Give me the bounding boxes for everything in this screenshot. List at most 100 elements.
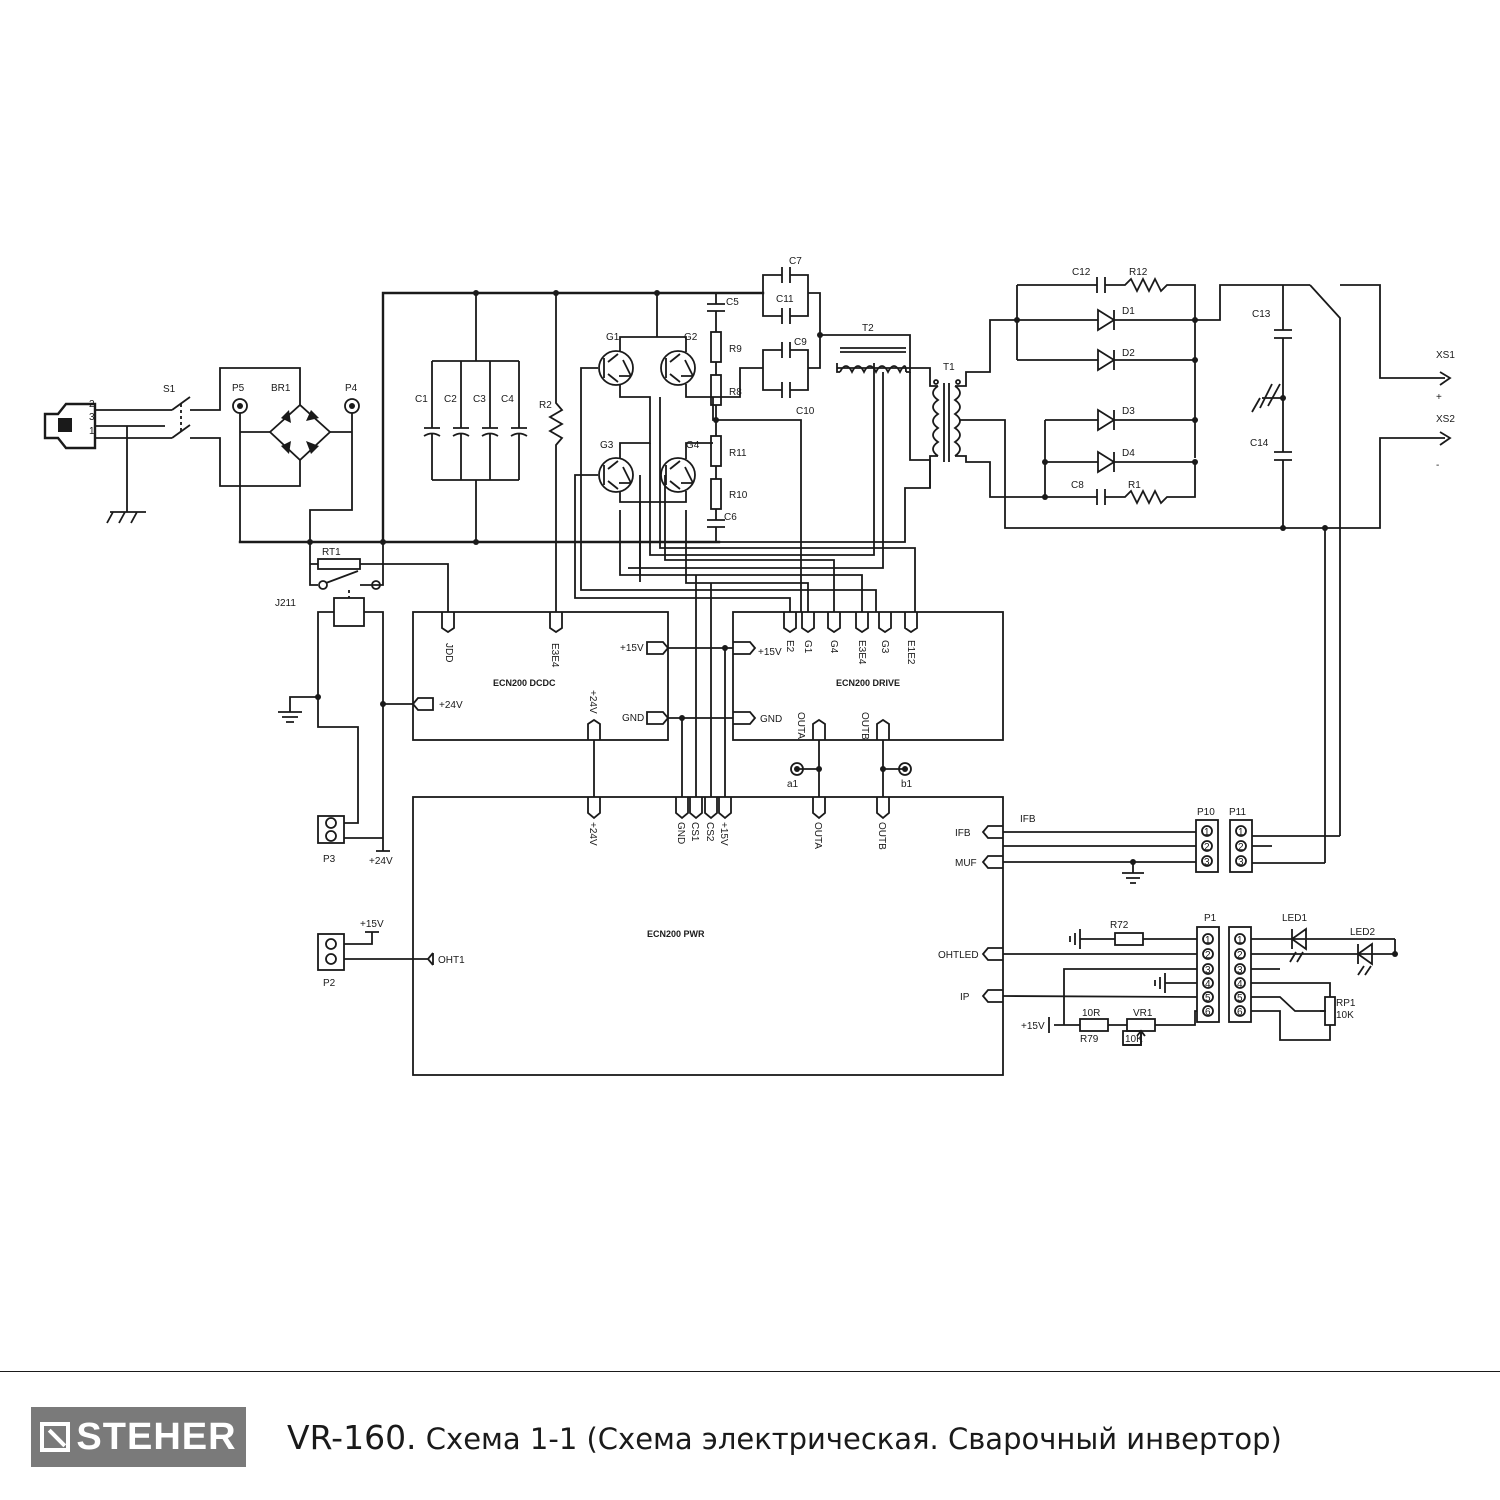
board-interconnect: a1 b1	[593, 575, 913, 797]
capacitor-bank: C1 C2 C3 C4	[415, 293, 528, 542]
svg-text:3: 3	[89, 412, 95, 423]
svg-text:OHT1: OHT1	[438, 955, 465, 966]
svg-text:T2: T2	[862, 323, 874, 334]
svg-text:CS2: CS2	[704, 822, 715, 842]
svg-text:R10: R10	[729, 490, 748, 501]
svg-text:E2: E2	[784, 640, 795, 653]
board-ecn200-pwr: ECN200 PWR +24V GND CS1 CS2 +15V OUTA OU…	[412, 796, 1004, 1076]
transformer-t1: T1	[719, 319, 1280, 543]
output-rectifier: C12 R12 D1 D2 D3 D4 C8 R1	[1014, 267, 1310, 506]
svg-text:C13: C13	[1252, 309, 1271, 320]
svg-text:J211: J211	[275, 598, 296, 609]
svg-text:ECN200 DCDC: ECN200 DCDC	[493, 678, 556, 688]
svg-text:a1: a1	[787, 779, 799, 790]
svg-text:G1: G1	[606, 332, 620, 343]
svg-text:P1: P1	[1204, 913, 1217, 924]
svg-text:2: 2	[1237, 950, 1243, 961]
connectors-p10-p11: P10 P11 123 123 IFB	[1003, 807, 1340, 884]
svg-text:G3: G3	[879, 640, 890, 654]
svg-text:3: 3	[1205, 965, 1211, 976]
front-panel-leds: LED1 LED2 RP1 10K	[1251, 913, 1398, 1041]
svg-text:E3E4: E3E4	[856, 640, 867, 665]
svg-text:G2: G2	[684, 332, 698, 343]
svg-text:R11: R11	[729, 448, 747, 459]
svg-text:4: 4	[1205, 979, 1211, 990]
caption-text: Схема 1-1 (Схема электрическая. Сварочны…	[416, 1422, 1282, 1456]
output-filter: C13 C14 XS1 + XS2 -	[1250, 284, 1455, 863]
svg-text:S1: S1	[163, 384, 176, 395]
svg-text:b1: b1	[901, 779, 913, 790]
svg-text:+24V: +24V	[587, 822, 598, 846]
svg-text:+24V: +24V	[369, 856, 393, 867]
svg-text:OUTB: OUTB	[876, 822, 887, 850]
svg-text:1: 1	[1205, 935, 1211, 946]
svg-text:+15V: +15V	[718, 822, 729, 846]
svg-text:+15V: +15V	[758, 647, 782, 658]
svg-text:P11: P11	[1229, 807, 1246, 818]
svg-text:+: +	[1436, 392, 1442, 403]
svg-text:GND: GND	[675, 822, 686, 844]
svg-text:C9: C9	[794, 337, 807, 348]
resistor-r2: R2	[539, 293, 564, 612]
diagram-caption: VR-160. Схема 1-1 (Схема электрическая. …	[287, 1418, 1282, 1457]
svg-text:D4: D4	[1122, 448, 1135, 459]
snubber-network: C5 R9 R8 R11 R10 C6	[707, 293, 748, 542]
svg-text:-: -	[1436, 460, 1439, 471]
svg-text:C5: C5	[726, 297, 739, 308]
bridge-rectifier-br1: BR1 P5 P4	[232, 383, 360, 542]
svg-text:+15V: +15V	[360, 919, 384, 930]
svg-text:1: 1	[1238, 827, 1244, 838]
svg-text:R12: R12	[1129, 267, 1148, 278]
svg-text:G3: G3	[600, 440, 614, 451]
svg-text:R9: R9	[729, 344, 742, 355]
svg-text:C3: C3	[473, 394, 486, 405]
svg-text:C11: C11	[776, 294, 794, 305]
footer-divider	[0, 1371, 1500, 1372]
svg-text:IFB: IFB	[1020, 814, 1036, 825]
svg-text:XS1: XS1	[1436, 350, 1455, 361]
svg-text:VR1: VR1	[1133, 1008, 1153, 1019]
svg-text:OUTA: OUTA	[795, 712, 806, 739]
svg-text:10K: 10K	[1125, 1034, 1143, 1045]
svg-text:4: 4	[1237, 979, 1243, 990]
board-ecn200-drive: ECN200 DRIVE +15V GND E2 G1 G4 E3E4 G3 E…	[732, 611, 1004, 741]
svg-text:1: 1	[1204, 827, 1210, 838]
svg-text:6: 6	[1205, 1007, 1211, 1018]
svg-text:C12: C12	[1072, 267, 1091, 278]
svg-text:2: 2	[1204, 842, 1210, 853]
svg-text:5: 5	[1205, 993, 1211, 1004]
svg-text:G1: G1	[802, 640, 813, 654]
brand-logo: STEHER	[31, 1407, 246, 1467]
svg-text:3: 3	[1238, 857, 1244, 868]
connector-p2: P2 +15V	[317, 919, 413, 989]
svg-text:IP: IP	[960, 992, 970, 1003]
svg-text:OUTB: OUTB	[859, 712, 870, 740]
svg-text:G4: G4	[686, 440, 700, 451]
svg-text:R1: R1	[1128, 480, 1141, 491]
svg-text:1: 1	[89, 426, 95, 437]
svg-text:IFB: IFB	[955, 828, 971, 839]
svg-text:2: 2	[89, 399, 95, 410]
svg-text:6: 6	[1237, 1007, 1243, 1018]
svg-text:P2: P2	[323, 978, 336, 989]
svg-text:C14: C14	[1250, 438, 1269, 449]
ac-inlet-connector: 2 3 1	[43, 399, 165, 524]
svg-text:P5: P5	[232, 383, 245, 394]
svg-text:R72: R72	[1110, 920, 1129, 931]
svg-text:2: 2	[1205, 950, 1211, 961]
svg-text:10K: 10K	[1336, 1010, 1354, 1021]
svg-text:R8: R8	[729, 387, 742, 398]
svg-text:LED1: LED1	[1282, 913, 1307, 924]
svg-text:C4: C4	[501, 394, 514, 405]
svg-text:RP1: RP1	[1336, 998, 1356, 1009]
svg-text:3: 3	[1237, 965, 1243, 976]
svg-text:JDD: JDD	[443, 643, 454, 662]
svg-text:ECN200 PWR: ECN200 PWR	[647, 929, 705, 939]
connector-p3: P3 +24V	[317, 701, 413, 867]
svg-text:RT1: RT1	[322, 547, 341, 558]
svg-text:+24V: +24V	[587, 690, 598, 714]
svg-text:10R: 10R	[1082, 1008, 1100, 1019]
model-number: VR-160.	[287, 1418, 417, 1457]
svg-text:R2: R2	[539, 400, 552, 411]
svg-text:P3: P3	[323, 854, 336, 865]
